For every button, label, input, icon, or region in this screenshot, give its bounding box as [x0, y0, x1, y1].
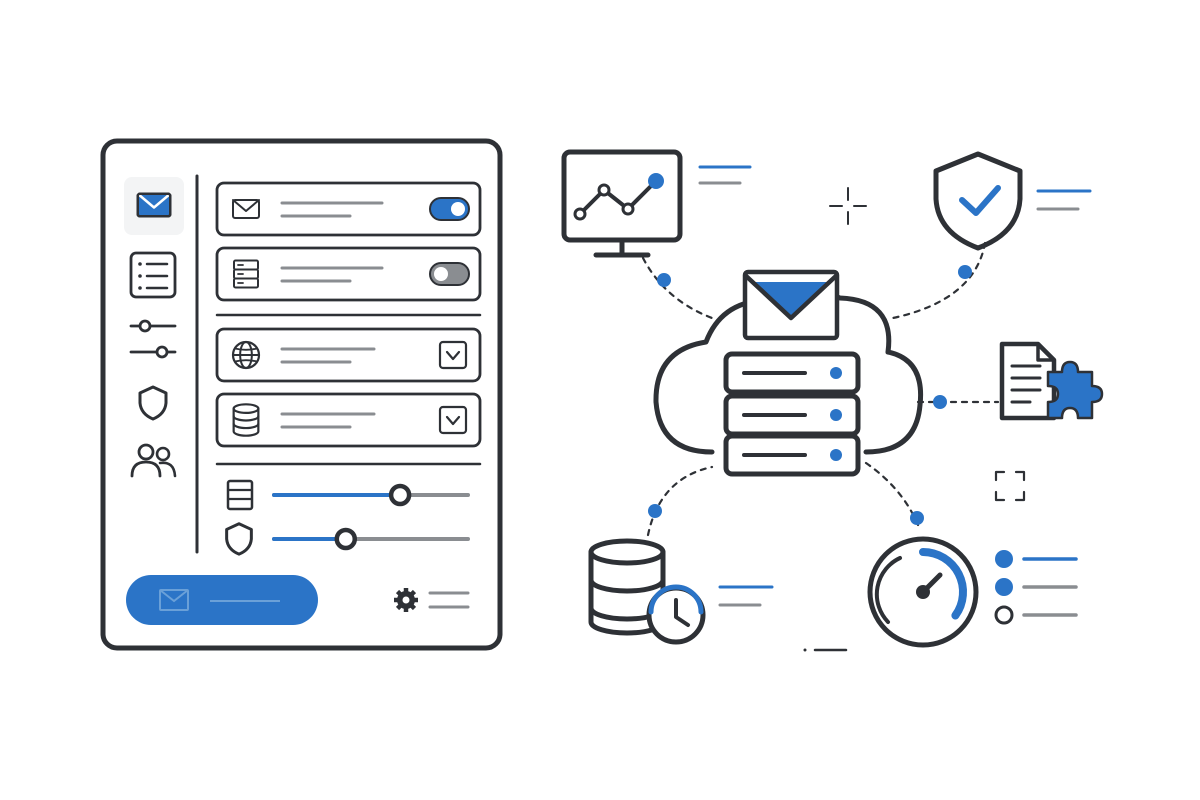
monitor-chart-icon: [561, 149, 683, 258]
sidebar-item-sliders[interactable]: [124, 315, 184, 365]
sparkle-icon: [829, 187, 867, 225]
globe-icon: [231, 340, 261, 370]
dashed-line: [646, 465, 714, 537]
server-icon: [233, 259, 259, 289]
monitor-label-placeholder: [698, 165, 752, 185]
connector: [916, 395, 1000, 409]
dashed-line: [891, 241, 987, 320]
mail-icon: [742, 269, 840, 341]
sidebar-item-security[interactable]: [124, 378, 184, 428]
mail-icon: [136, 192, 172, 218]
connector: [864, 461, 924, 532]
sidebar-item-users[interactable]: [124, 438, 184, 488]
settings-row: [215, 181, 482, 237]
server-slider-handle[interactable]: [384, 480, 414, 510]
globe-dropdown[interactable]: [436, 342, 470, 376]
row-label-placeholder: [280, 201, 384, 218]
cloud-hub-diagram: [561, 149, 1104, 652]
chevron-down-icon: [438, 340, 468, 370]
connector-dot: [910, 511, 924, 525]
connector: [891, 241, 987, 320]
shield-icon: [225, 522, 253, 556]
connector-dot: [657, 273, 671, 287]
chevron-down-icon: [438, 405, 468, 435]
settings-row: [215, 392, 482, 448]
settings-row: [215, 246, 482, 302]
list-icon: [129, 251, 177, 299]
dashed-line: [641, 256, 714, 320]
sidebar-item-list[interactable]: [124, 250, 184, 302]
row-label-placeholder: [280, 412, 376, 429]
settings-gear-button[interactable]: [392, 586, 420, 614]
shield-label-placeholder: [1036, 189, 1092, 211]
slider-handle: [388, 483, 412, 507]
security-slider-handle[interactable]: [332, 524, 362, 554]
mail-toggle[interactable]: [426, 194, 472, 224]
slider: [225, 522, 470, 556]
cloud-hub: [653, 269, 924, 477]
database-clock-icon: [588, 538, 706, 645]
row-label-placeholder: [280, 347, 376, 364]
connector-dot: [648, 504, 662, 518]
server-icon: [226, 479, 254, 511]
panel-frame: [100, 138, 503, 651]
clock-icon: [646, 584, 706, 645]
document-puzzle-icon: [999, 341, 1104, 421]
mail-icon: [159, 589, 189, 611]
database-icon: [232, 403, 260, 437]
toggle-on: [429, 197, 470, 221]
server-stack-icon: [723, 351, 861, 477]
shield-icon: [138, 385, 168, 421]
row-label-placeholder: [280, 266, 384, 283]
toggle-off: [429, 262, 470, 286]
server-toggle[interactable]: [426, 259, 472, 289]
gauge-legend: [994, 550, 1078, 625]
primary-mail-button[interactable]: [126, 574, 318, 626]
sliders-icon: [129, 319, 177, 359]
database-dropdown[interactable]: [436, 406, 470, 440]
gauge-level: [919, 548, 967, 620]
database-label-placeholder: [718, 585, 774, 607]
settings-row: [215, 327, 482, 383]
connector-dot: [933, 395, 947, 409]
slider: [226, 479, 470, 511]
connector: [646, 465, 714, 537]
gear-icon: [394, 588, 418, 612]
gauge-icon: [867, 536, 979, 648]
mail-icon: [232, 199, 260, 219]
footer-text-placeholder: [428, 591, 470, 609]
dot-mark: [803, 648, 807, 652]
users-icon: [130, 443, 177, 478]
connector-dot: [958, 265, 972, 279]
sidebar-item-mail[interactable]: [122, 176, 186, 236]
shield-check-icon: [933, 151, 1023, 251]
focus-frame-icon: [994, 470, 1026, 502]
sidebar: [124, 177, 184, 478]
primary-mail-button: [126, 575, 318, 625]
slider-handle: [334, 527, 358, 551]
connector: [641, 256, 714, 320]
settings-panel: [100, 138, 503, 651]
